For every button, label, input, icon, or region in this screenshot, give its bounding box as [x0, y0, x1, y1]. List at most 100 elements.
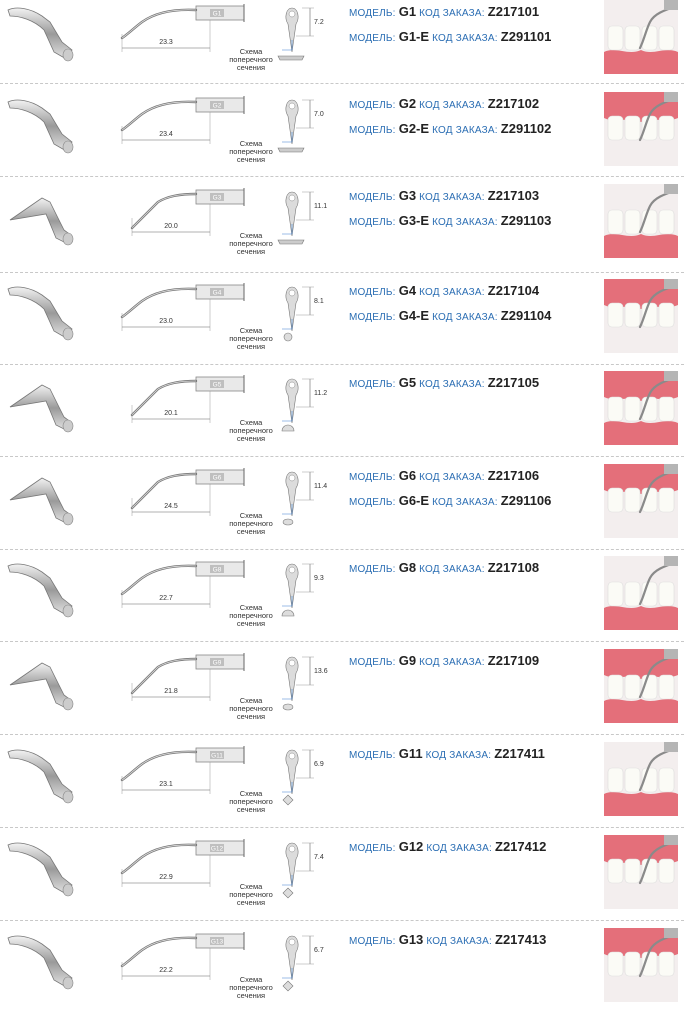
order-label: КОД ЗАКАЗА:: [432, 125, 498, 136]
shank-label: G11: [211, 753, 223, 760]
caption-line: Схема: [239, 231, 263, 240]
section-shape-round: [283, 332, 293, 342]
shank-label-bg: [210, 288, 224, 296]
tooth: [607, 674, 624, 700]
section-shape-flat: [277, 147, 305, 153]
row-divider: [0, 272, 684, 273]
tooth: [658, 674, 675, 700]
handpiece: [664, 835, 678, 845]
tooth: [607, 25, 624, 51]
tip-highlight: [121, 751, 197, 781]
gum-upper: [604, 279, 678, 309]
tooth: [658, 487, 675, 513]
scaler-tip-shape: [7, 749, 73, 803]
tip-front-view: [285, 563, 299, 609]
model-value: G1: [398, 4, 417, 19]
section-pointer: [282, 782, 293, 793]
order-label: КОД ЗАКАЗА:: [419, 657, 485, 668]
model-info: МОДЕЛЬ: G5 КОД ЗАКАЗА: Z217105: [349, 375, 599, 400]
tooth: [624, 209, 641, 235]
scaler-tip-shape: [7, 7, 73, 61]
tooth: [658, 209, 675, 235]
shank-label: G8: [213, 567, 222, 574]
height-value: 6.9: [314, 761, 324, 768]
tip-hole: [288, 566, 296, 574]
model-value: G4-E: [398, 308, 430, 323]
order-value: Z217109: [487, 653, 540, 668]
model-value: G6: [398, 468, 417, 483]
shank-label-bg: [210, 844, 224, 852]
length-value: 23.4: [159, 131, 173, 138]
shank-label: G3: [213, 195, 222, 202]
model-line: МОДЕЛЬ: G13 КОД ЗАКАЗА: Z217413: [349, 932, 599, 957]
clinical-photo: [604, 556, 678, 630]
handpiece: [664, 279, 678, 289]
tip-photo: [7, 563, 74, 618]
tip-highlight: [121, 288, 197, 318]
caption-line: поперечного: [229, 797, 273, 806]
model-label: МОДЕЛЬ:: [349, 472, 396, 483]
order-label: КОД ЗАКАЗА:: [426, 936, 492, 947]
tip-highlight: [121, 101, 197, 131]
caption-line: сечения: [236, 991, 266, 1000]
shank-label: G9: [213, 660, 222, 667]
order-value: Z217108: [487, 560, 540, 575]
tooth: [658, 115, 675, 141]
shank-label-bg: [210, 565, 224, 573]
caption-line: поперечного: [229, 983, 273, 992]
model-info: МОДЕЛЬ: G11 КОД ЗАКАЗА: Z217411: [349, 746, 599, 771]
shank-label: G6: [213, 475, 222, 482]
tip-photo: [7, 7, 74, 62]
caption-line: сечения: [236, 712, 266, 721]
tip-base: [62, 976, 74, 990]
row-divider: [0, 549, 684, 550]
section-pointer: [282, 40, 293, 51]
tooth: [658, 581, 675, 607]
tip-photo: [7, 935, 74, 990]
tip-front-view: [285, 656, 299, 702]
section-shape-diamond: [282, 980, 294, 992]
tooth: [658, 302, 675, 328]
tip-photo: [9, 662, 74, 711]
row-divider: [0, 176, 684, 177]
caption-line: поперечного: [229, 426, 273, 435]
tip-hole: [288, 938, 296, 946]
model-label: МОДЕЛЬ:: [349, 843, 396, 854]
tooth: [624, 767, 641, 793]
height-value: 9.3: [314, 575, 324, 582]
tooth: [607, 487, 624, 513]
tip-photo: [7, 842, 74, 897]
order-value: Z217413: [495, 932, 547, 947]
clinical-photo: [604, 184, 678, 258]
tip-base: [62, 512, 74, 526]
order-label: КОД ЗАКАЗА:: [432, 217, 498, 228]
tip-base: [62, 48, 74, 62]
caption-line: Схема: [239, 418, 263, 427]
tip-hole: [288, 194, 296, 202]
gum-lower: [604, 792, 678, 816]
section-shape-oval: [282, 518, 294, 526]
model-value: G3-E: [398, 213, 430, 228]
model-label: МОДЕЛЬ:: [349, 750, 396, 761]
height-value: 8.1: [314, 298, 324, 305]
row-divider: [0, 641, 684, 642]
tooth: [624, 396, 641, 422]
tooth: [658, 25, 675, 51]
tip-front-view: [285, 286, 299, 332]
order-label: КОД ЗАКАЗА:: [419, 8, 485, 19]
tooth: [624, 487, 641, 513]
caption-line: сечения: [236, 527, 266, 536]
shank-label-bg: [210, 473, 224, 481]
caption-line: сечения: [236, 434, 266, 443]
shank-label-bg: [210, 658, 224, 666]
model-line: МОДЕЛЬ: G4-E КОД ЗАКАЗА: Z291104: [349, 308, 599, 333]
